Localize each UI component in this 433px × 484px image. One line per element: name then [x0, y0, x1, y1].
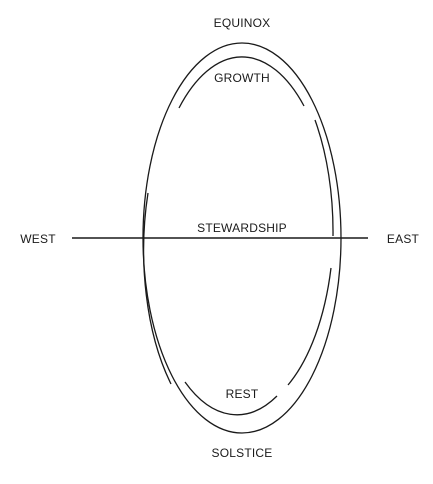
label-rest: REST: [226, 387, 259, 401]
inner-arc-left: [143, 192, 172, 385]
label-stewardship: STEWARDSHIP: [197, 221, 287, 235]
inner-arc-upper: [178, 56, 305, 109]
label-equinox: EQUINOX: [214, 16, 271, 30]
inner-arc-right-upper: [314, 119, 334, 237]
label-east: EAST: [387, 232, 420, 246]
inner-arc-right-lower: [287, 267, 332, 386]
inner-ellipse-arcs: [143, 56, 334, 416]
label-solstice: SOLSTICE: [212, 446, 273, 460]
label-growth: GROWTH: [214, 71, 270, 85]
label-west: WEST: [20, 232, 56, 246]
inner-arc-bottom: [184, 381, 278, 416]
